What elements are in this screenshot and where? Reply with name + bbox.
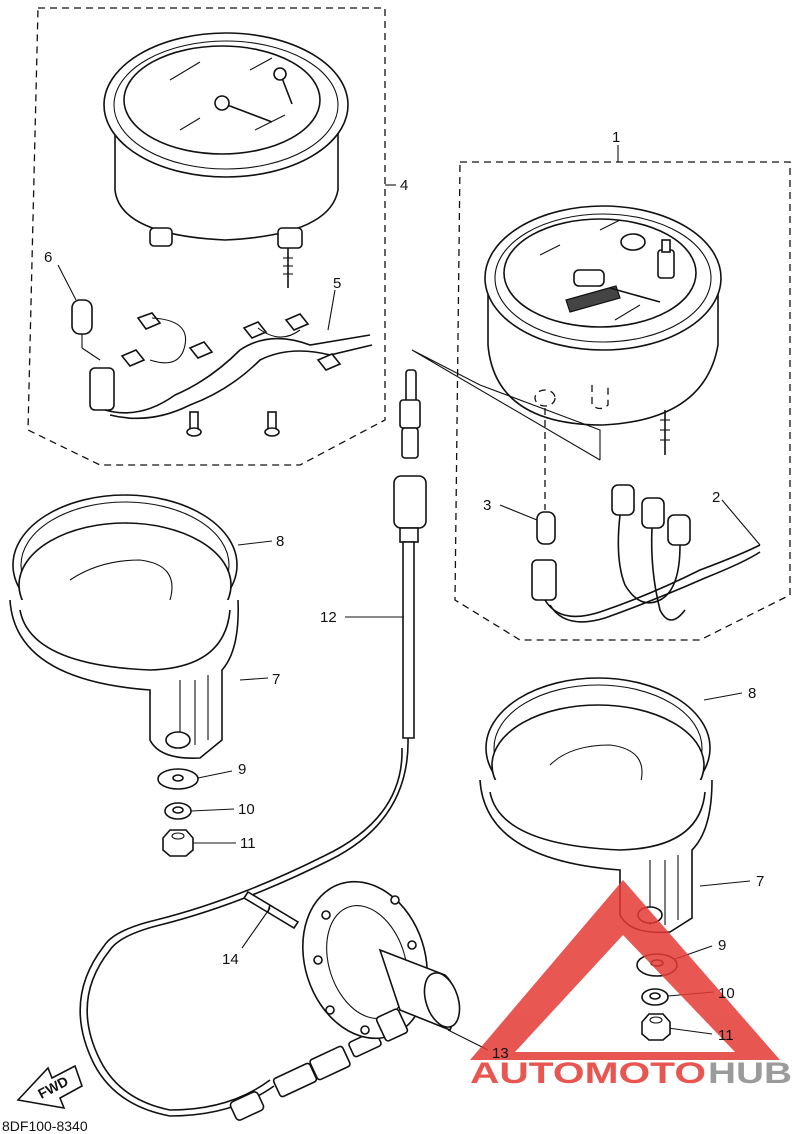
wire-harness-2: [544, 484, 761, 623]
watermark: AUTOMOTO HUB: [470, 880, 792, 1090]
callout-7-right: 7: [756, 873, 764, 890]
bulb-3: [531, 408, 557, 601]
callout-11-right: 11: [718, 1027, 734, 1044]
callout-2: 2: [712, 489, 720, 506]
speedometer-cable-12: [79, 369, 427, 1121]
callout-6: 6: [44, 249, 52, 266]
callout-8-left: 8: [276, 533, 284, 550]
callout-1: 1: [612, 129, 620, 146]
callout-10-left: 10: [238, 801, 255, 818]
callout-8-right: 8: [748, 685, 756, 702]
washer-10-right: [641, 988, 669, 1006]
callout-13: 13: [492, 1045, 509, 1062]
callout-3: 3: [483, 497, 491, 514]
callout-10-right: 10: [718, 985, 735, 1002]
callout-5: 5: [333, 275, 341, 292]
gauge-bracket-right: [479, 779, 713, 934]
forward-direction-arrow: FWD: [16, 1064, 83, 1110]
tachometer-gauge: [103, 32, 349, 288]
speedometer-gauge: [484, 205, 722, 455]
nut-11-left: [162, 829, 194, 857]
wire-harness-5: [104, 312, 373, 420]
callout-leaders: [57, 145, 761, 1051]
screws: [186, 411, 280, 437]
callout-7-left: 7: [272, 671, 280, 688]
callout-9-right: 9: [718, 937, 726, 954]
washer-9-left: [157, 768, 199, 790]
watermark-text-hub: HUB: [708, 1057, 792, 1090]
gauge-bracket-left: [9, 599, 239, 759]
callout-14: 14: [222, 951, 239, 968]
callout-4: 4: [400, 177, 408, 194]
callout-12: 12: [320, 609, 337, 626]
cable-leader-lines: [411, 349, 601, 461]
callout-9-left: 9: [238, 761, 246, 778]
bulb-6: [71, 299, 115, 411]
assembly-1-boundary: [454, 161, 791, 641]
speedometer-gear-13: [302, 880, 461, 1042]
washer-10-left: [164, 802, 192, 820]
watermark-text-automoto: AUTOMOTO: [470, 1057, 706, 1090]
callout-11-left: 11: [240, 835, 256, 852]
nut-11-right: [641, 1013, 671, 1041]
drawing-code: 8DF100-8340: [2, 1118, 88, 1134]
watermark-triangle-icon: [470, 880, 780, 1060]
assembly-4-boundary: [27, 7, 386, 466]
pin-14: [242, 890, 300, 930]
